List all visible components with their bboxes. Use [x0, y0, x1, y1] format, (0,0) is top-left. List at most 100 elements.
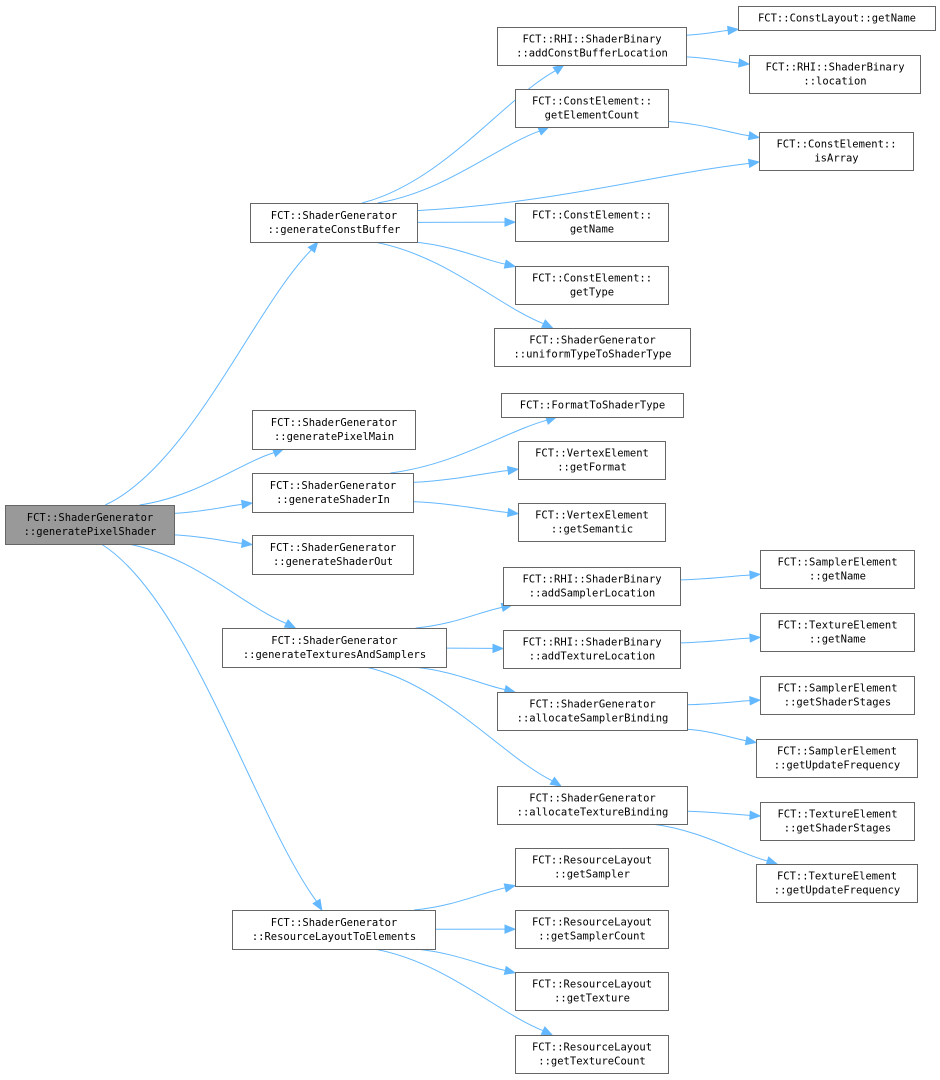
node-box	[497, 692, 688, 731]
node-label: ::getSampler	[554, 869, 630, 881]
node-label: ::addTextureLocation	[529, 651, 655, 663]
node-asl[interactable]: FCT::RHI::ShaderBinary::addSamplerLocati…	[503, 567, 681, 606]
node-label: ::generateTexturesAndSamplers	[243, 649, 426, 661]
node-segn[interactable]: FCT::SamplerElement::getName	[760, 550, 915, 589]
edge-gts-to-atb	[365, 666, 553, 782]
node-label: FCT::TextureElement	[777, 871, 897, 883]
node-box	[494, 328, 691, 367]
node-label: FCT::ShaderGenerator	[270, 480, 396, 492]
node-label: ::getSemantic	[551, 524, 633, 536]
edge-root-to-gcb	[105, 249, 312, 506]
node-label: FCT::SamplerElement	[777, 683, 897, 695]
node-ceia[interactable]: FCT::ConstElement::isArray	[759, 132, 914, 171]
node-label: FCT::ResourceLayout	[532, 917, 652, 929]
node-segss[interactable]: FCT::SamplerElement::getShaderStages	[760, 676, 915, 715]
edge-gts-to-asb	[413, 666, 506, 691]
node-label: FCT::RHI::ShaderBinary	[522, 34, 661, 46]
node-gsi[interactable]: FCT::ShaderGenerator::generateShaderIn	[252, 473, 414, 513]
edge-gcb-to-uttst	[373, 241, 544, 325]
node-label: ::ResourceLayoutToElements	[252, 931, 416, 943]
node-label: ::addConstBufferLocation	[516, 48, 668, 60]
node-cegt[interactable]: FCT::ConstElement::getType	[515, 266, 669, 305]
edge-rle-to-rlgtc	[373, 948, 544, 1032]
node-label: ::getUpdateFrequency	[774, 885, 900, 897]
node-box	[503, 567, 681, 606]
node-label: getType	[570, 287, 614, 299]
edge-atl-to-tegn	[679, 637, 751, 644]
arrowhead-icon	[738, 58, 751, 68]
node-uttst[interactable]: FCT::ShaderGenerator::uniformTypeToShade…	[494, 328, 691, 367]
node-label: FCT::TextureElement	[777, 809, 897, 821]
node-tegss[interactable]: FCT::TextureElement::getShaderStages	[760, 802, 915, 841]
arrowhead-icon	[504, 924, 517, 934]
edge-gts-to-asl	[415, 606, 503, 629]
node-rlgtc[interactable]: FCT::ResourceLayout::getTextureCount	[515, 1035, 669, 1074]
node-rlgsc[interactable]: FCT::ResourceLayout::getSamplerCount	[515, 910, 669, 949]
arrowhead-icon	[312, 898, 323, 912]
node-vegs[interactable]: FCT::VertexElement::getSemantic	[518, 503, 666, 542]
node-box	[749, 55, 921, 94]
node-label: FCT::SamplerElement	[777, 557, 897, 569]
node-box	[760, 802, 915, 841]
edge-root-to-gsi	[173, 503, 243, 514]
node-box	[252, 410, 416, 450]
arrowhead-icon	[504, 217, 517, 227]
node-label: FCT::ShaderGenerator	[271, 917, 397, 929]
edge-gsi-to-ftst	[390, 419, 548, 474]
node-label: FCT::VertexElement	[535, 510, 649, 522]
node-box	[760, 676, 915, 715]
node-rlgt[interactable]: FCT::ResourceLayout::getTexture	[515, 972, 669, 1011]
node-cegec[interactable]: FCT::ConstElement::getElementCount	[515, 89, 669, 128]
node-root[interactable]: FCT::ShaderGenerator::generatePixelShade…	[5, 505, 175, 545]
arrowhead-icon	[240, 499, 254, 510]
node-atl[interactable]: FCT::RHI::ShaderBinary::addTextureLocati…	[503, 630, 681, 669]
node-rle[interactable]: FCT::ShaderGenerator::ResourceLayoutToEl…	[232, 910, 436, 950]
node-label: FCT::ResourceLayout	[532, 1042, 652, 1054]
edge-root-to-rle	[100, 543, 317, 902]
edge-gsi-to-vegf	[412, 469, 509, 483]
node-tegn[interactable]: FCT::TextureElement::getName	[760, 613, 915, 652]
node-vegf[interactable]: FCT::VertexElement::getFormat	[518, 441, 666, 480]
node-gso[interactable]: FCT::ShaderGenerator::generateShaderOut	[252, 535, 414, 575]
edge-root-to-gso	[173, 534, 243, 544]
node-gts[interactable]: FCT::ShaderGenerator::generateTexturesAn…	[222, 628, 447, 668]
node-label: ::allocateSamplerBinding	[517, 713, 669, 725]
node-label: FCT::ShaderGenerator	[270, 542, 396, 554]
node-gpm[interactable]: FCT::ShaderGenerator::generatePixelMain	[252, 410, 416, 450]
node-box	[222, 628, 447, 668]
node-seguf[interactable]: FCT::SamplerElement::getUpdateFrequency	[756, 739, 918, 778]
node-box	[515, 1035, 669, 1074]
node-atb[interactable]: FCT::ShaderGenerator::allocateTextureBin…	[497, 786, 688, 825]
node-label: FCT::ShaderGenerator	[271, 635, 397, 647]
node-box	[497, 786, 688, 825]
node-label: FCT::VertexElement	[535, 448, 649, 460]
node-label: getName	[570, 224, 614, 236]
arrowhead-icon	[727, 25, 740, 36]
node-ftst[interactable]: FCT::FormatToShaderType	[501, 393, 684, 418]
node-label: ::generatePixelShader	[24, 526, 157, 538]
node-box	[497, 27, 687, 66]
node-clgn[interactable]: FCT::ConstLayout::getName	[738, 6, 936, 31]
node-cegn[interactable]: FCT::ConstElement::getName	[515, 203, 669, 242]
node-label: ::uniformTypeToShaderType	[513, 349, 671, 361]
node-label: FCT::ConstElement::	[532, 210, 652, 222]
edges-layer	[100, 25, 779, 1036]
node-label: ::getSamplerCount	[538, 931, 645, 943]
node-acbl[interactable]: FCT::RHI::ShaderBinary::addConstBufferLo…	[497, 27, 687, 66]
arrowhead-icon	[747, 130, 761, 141]
node-label: FCT::TextureElement	[777, 620, 897, 632]
node-asb[interactable]: FCT::ShaderGenerator::allocateSamplerBin…	[497, 692, 688, 731]
node-gcb[interactable]: FCT::ShaderGenerator::generateConstBuffe…	[250, 203, 418, 243]
arrowhead-icon	[307, 240, 319, 254]
edge-gsi-to-vegs	[412, 501, 509, 513]
edge-rle-to-rlgt	[415, 948, 506, 971]
node-label: ::generateShaderIn	[276, 494, 390, 506]
edge-gcb-to-acbl	[361, 70, 556, 204]
node-label: isArray	[814, 153, 858, 165]
node-teguf[interactable]: FCT::TextureElement::getUpdateFrequency	[756, 864, 918, 903]
node-sbloc[interactable]: FCT::RHI::ShaderBinary::location	[749, 55, 921, 94]
arrowhead-icon	[537, 126, 550, 136]
node-rlgs[interactable]: FCT::ResourceLayout::getSampler	[515, 848, 669, 887]
node-label: ::getShaderStages	[784, 823, 891, 835]
